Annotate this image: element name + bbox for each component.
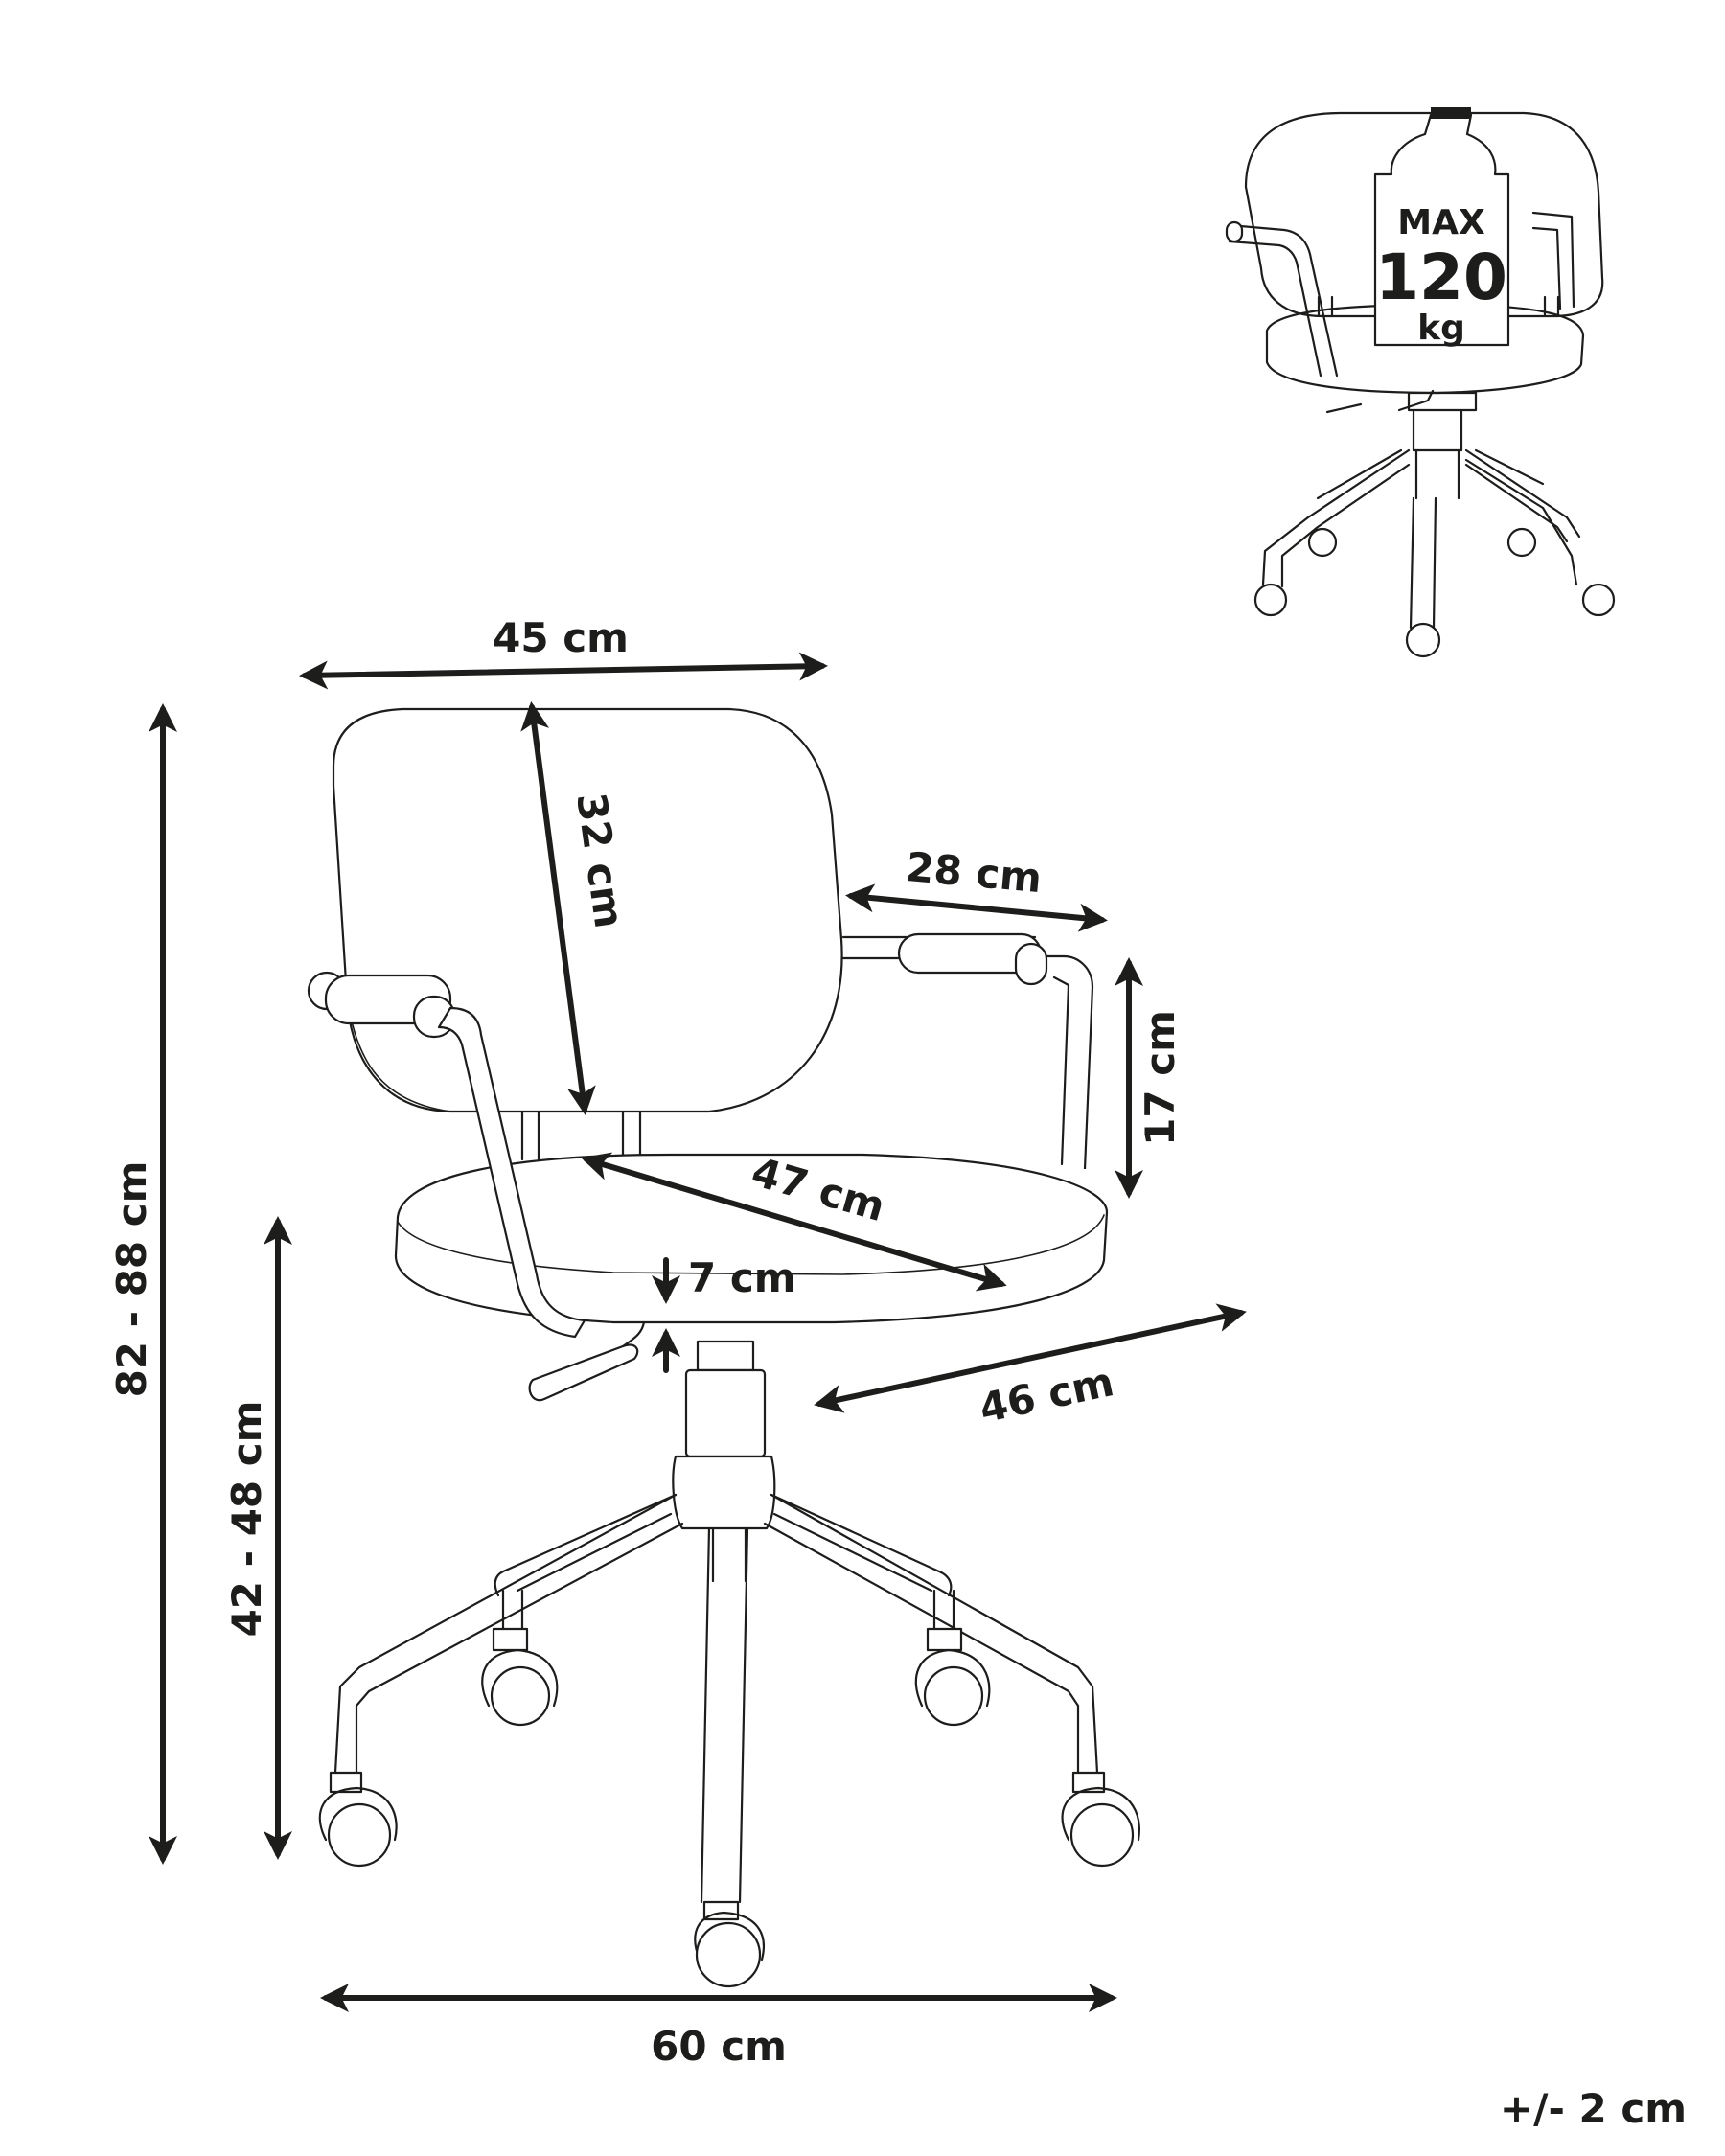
dimension-labels: 45 cm 32 cm 28 cm 17 cm 47 cm 7 cm 46 cm… [108, 614, 1687, 2132]
label-tolerance: +/- 2 cm [1500, 2085, 1687, 2132]
dim-line-45 [299, 652, 828, 690]
label-seat-height: 42 - 48 cm [223, 1401, 270, 1638]
backrest [332, 707, 843, 1113]
caster-left-back [481, 1627, 559, 1727]
star-base [334, 1493, 1099, 1904]
label-backrest-height: 32 cm [567, 790, 632, 930]
dim-line-47 [581, 1152, 1007, 1292]
caster-right-back [914, 1627, 991, 1727]
dim-line-46 [814, 1303, 1247, 1413]
label-armrest-length: 28 cm [905, 843, 1044, 902]
load-capacity-illustration: MAX 120 kg [1225, 107, 1616, 658]
gas-lift [672, 1340, 776, 1583]
dim-line-28 [845, 883, 1108, 932]
main-chair-drawing [307, 707, 1140, 1988]
backrest-support [520, 1110, 642, 1161]
label-base-width: 60 cm [651, 2023, 787, 2070]
label-total-height: 82 - 88 cm [108, 1161, 155, 1398]
max-load-unit: kg [1417, 309, 1465, 348]
label-armrest-height: 17 cm [1137, 1010, 1184, 1146]
max-load-value: 120 [1375, 241, 1507, 314]
label-seat-thickness: 7 cm [688, 1254, 796, 1301]
dimension-lines [149, 652, 1247, 2012]
weight-icon [1373, 113, 1510, 347]
max-load-label: MAX [1397, 203, 1485, 242]
left-armrest [307, 971, 586, 1339]
lever-arm [621, 1320, 646, 1348]
caster-center [694, 1900, 765, 1988]
caster-left-front [318, 1771, 398, 1868]
dim-line-32 [520, 701, 596, 1115]
label-width-top: 45 cm [493, 614, 629, 661]
height-lever [528, 1343, 639, 1402]
caster-right-front [1061, 1771, 1140, 1868]
right-armrest [841, 932, 1094, 1170]
label-seat-depth: 46 cm [976, 1358, 1118, 1432]
